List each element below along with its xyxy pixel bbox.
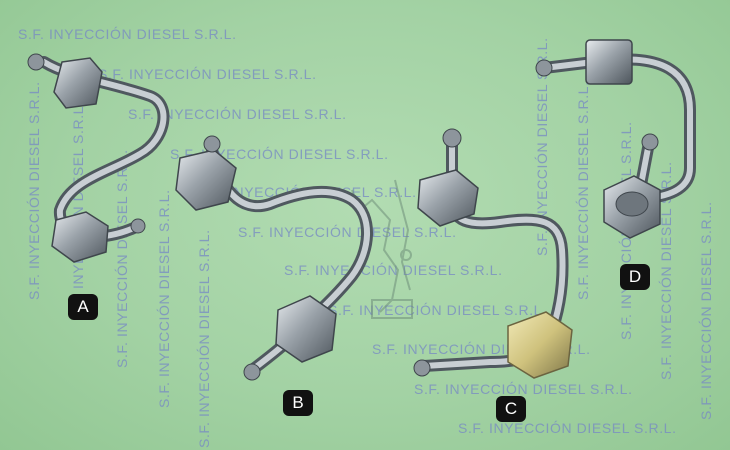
label-a-badge: A	[68, 294, 98, 320]
watermark-text: S.F. INYECCIÓN DIESEL S.R.L.	[98, 66, 317, 82]
label-c-badge: C	[496, 396, 526, 422]
watermark-text: S.F. INYECCIÓN DIESEL S.R.L.	[238, 224, 457, 240]
pipe-a	[27, 53, 170, 263]
watermark-text: S.F. INYECCIÓN DIESEL S.R.L.	[18, 26, 237, 42]
pipe-d	[535, 39, 696, 239]
watermark-text: S.F. INYECCIÓN DIESEL S.R.L.	[284, 262, 503, 278]
label-b-badge: B	[283, 390, 313, 416]
engine-sketch	[351, 179, 413, 319]
pipe-b	[175, 135, 373, 381]
pipe-c	[413, 128, 573, 379]
watermark-text: S.F. INYECCIÓN DIESEL S.R.L.	[414, 381, 633, 397]
watermark-text: S.F. INYECCIÓN DIESEL S.R.L.	[128, 106, 347, 122]
watermark-text: S.F. INYECCIÓN DIESEL S.R.L.	[458, 420, 677, 436]
label-d-badge: D	[620, 264, 650, 290]
watermark-text: S.F. INYECCIÓN DIESEL S.R.L.	[328, 302, 547, 318]
